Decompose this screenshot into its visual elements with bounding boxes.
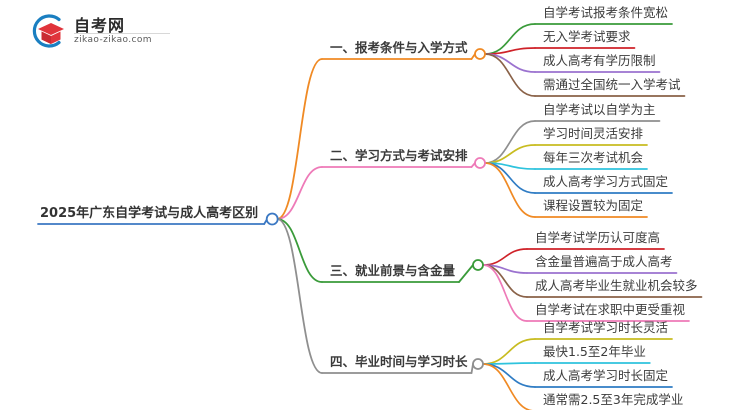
logo-url: zikao-zikao.com <box>74 35 152 45</box>
branch-2-leaf-1-label[interactable]: 自学考试以自学为主 <box>543 102 656 117</box>
branch-2-label[interactable]: 二、学习方式与考试安排 <box>330 148 468 163</box>
connector-line <box>276 166 323 220</box>
branch-1-label[interactable]: 一、报考条件与入学方式 <box>330 40 468 55</box>
branch-4-leaf-4-label[interactable]: 通常需2.5至3年完成学业 <box>543 392 684 407</box>
branch-4-leaf-2-label[interactable]: 最快1.5至2年毕业 <box>543 344 646 359</box>
branch-2-leaf-2-label[interactable]: 学习时间灵活安排 <box>543 126 644 141</box>
branch-3-leaf-1-label[interactable]: 自学考试学历认可度高 <box>535 230 661 245</box>
branch-4-leaf-3-label[interactable]: 成人高考学习时长固定 <box>543 368 669 383</box>
branch-3-leaf-4-label[interactable]: 自学考试在求职中更受重视 <box>535 302 686 317</box>
connector-line <box>482 264 528 322</box>
node-bullet[interactable] <box>265 212 279 226</box>
site-logo: 自考网 zikao-zikao.com <box>28 10 178 52</box>
node-bullet[interactable] <box>474 157 486 169</box>
branch-3-leaf-3-label[interactable]: 成人高考毕业生就业机会较多 <box>535 278 698 293</box>
branch-1-leaf-3-label[interactable]: 成人高考有学历限制 <box>543 53 656 68</box>
branch-1-leaf-4-label[interactable]: 需通过全国统一入学考试 <box>543 77 681 92</box>
root-node-label[interactable]: 2025年广东自学考试与成人高考区别 <box>40 206 259 221</box>
node-bullet[interactable] <box>472 358 484 370</box>
branch-2-leaf-3-label[interactable]: 每年三次考试机会 <box>543 150 644 165</box>
branch-4-label[interactable]: 四、毕业时间与学习时长 <box>330 354 468 369</box>
branch-2-leaf-4-label[interactable]: 成人高考学习方式固定 <box>543 174 669 189</box>
branch-1-leaf-1-label[interactable]: 自学考试报考条件宽松 <box>543 5 669 20</box>
branch-1-leaf-2-label[interactable]: 无入学考试要求 <box>543 29 631 44</box>
logo-divider <box>74 33 170 34</box>
branch-2-leaf-5-label[interactable]: 课程设置较为固定 <box>543 198 644 213</box>
connector-line <box>276 58 323 220</box>
graduation-cap-icon <box>28 12 68 50</box>
node-bullet[interactable] <box>472 259 484 271</box>
connector-line <box>276 218 323 283</box>
connector-line <box>484 162 536 218</box>
branch-4-leaf-1-label[interactable]: 自学考试学习时长灵活 <box>543 320 669 335</box>
node-bullet[interactable] <box>474 48 486 60</box>
connector-line <box>276 218 323 374</box>
branch-3-leaf-2-label[interactable]: 含金量普遍高于成人高考 <box>535 254 673 269</box>
logo-brand-name: 自考网 <box>74 16 126 35</box>
connector-line <box>484 53 536 97</box>
branch-3-label[interactable]: 三、就业前景与含金量 <box>330 263 456 278</box>
underline <box>458 264 474 283</box>
